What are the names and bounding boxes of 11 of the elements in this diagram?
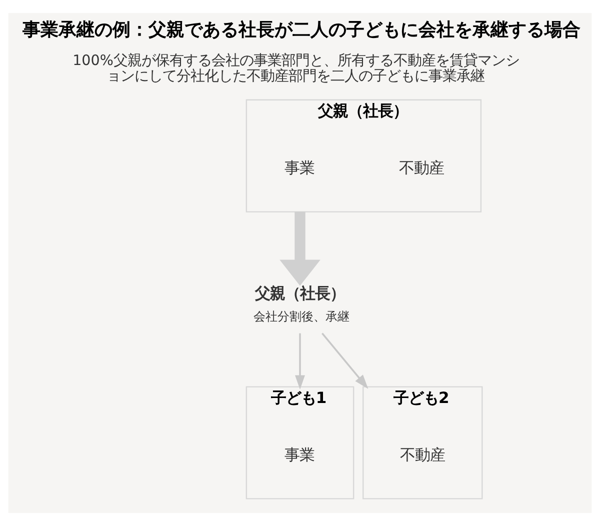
node-text: 不動産	[400, 445, 445, 464]
node-text: 事業	[284, 445, 315, 464]
node-text: 事業	[284, 158, 315, 176]
diagram-title: 事業承継の例：父親である社長が二人の子どもに会社を承継する場合	[22, 19, 581, 40]
node-text: 父親（社長）	[254, 284, 345, 302]
arrow	[295, 332, 305, 390]
node-label: 会社分割後、承継	[254, 309, 350, 324]
arrow	[322, 332, 368, 388]
node-text: 不動産	[398, 158, 444, 176]
arrow	[280, 211, 320, 286]
label: 100%父親が保有する会社の事業部門と、所有する不動産を賃貸マンションにして分社化した不動産部門を二人の子どもに事業承継	[72, 52, 520, 84]
